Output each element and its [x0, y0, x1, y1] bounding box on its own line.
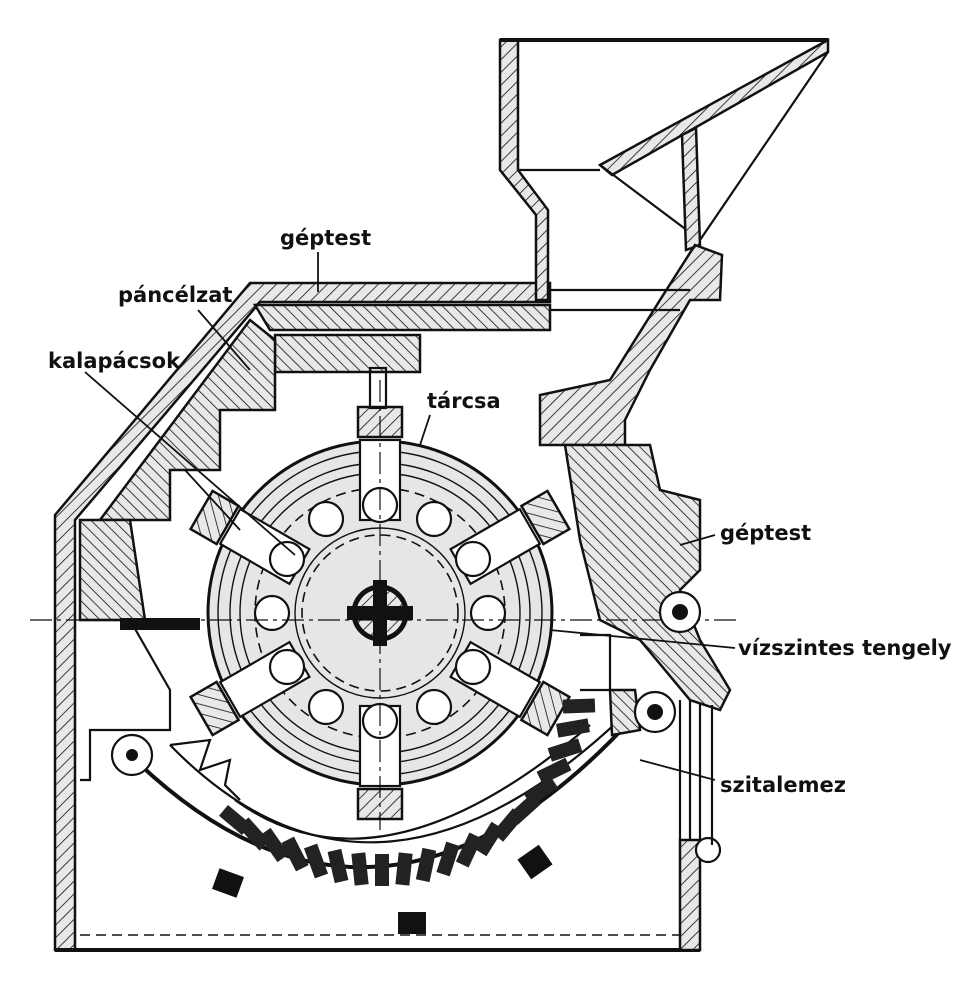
label-szitalemez: szitalemez [720, 773, 846, 797]
armor-staircase [97, 318, 277, 522]
labels: géptest páncélzat kalapácsok tárcsa gépt… [48, 226, 952, 797]
label-geptest-right: géptest [720, 521, 811, 545]
screen-clamp [398, 912, 426, 934]
leader-lines [84, 252, 736, 781]
armor-lower-left [78, 518, 147, 622]
housing [53, 37, 830, 952]
lower-hinge [694, 836, 722, 864]
right-body-main [563, 443, 732, 712]
screen-clamp [517, 844, 553, 880]
housing-right-lower-wall [678, 838, 702, 952]
screen-plate [80, 590, 722, 934]
label-geptest-top: géptest [280, 226, 371, 250]
hopper-right-wall [597, 37, 830, 177]
right-body-upper [538, 243, 724, 447]
armor-step-block [273, 333, 422, 374]
hammer-head [188, 489, 241, 546]
hopper-left-wall [498, 38, 550, 302]
screen-clamp [212, 868, 244, 898]
hammer-head [519, 680, 572, 737]
label-kalapacsok: kalapácsok [48, 349, 181, 373]
hopper-inner-plate [680, 126, 702, 252]
pin-holes [253, 486, 507, 740]
hammer-head [519, 489, 572, 546]
armor-plates [78, 303, 552, 622]
screen-bars [219, 698, 596, 886]
hammer-head [188, 680, 241, 737]
armor-top [252, 303, 552, 332]
top-bracket [368, 366, 388, 410]
right-body [538, 243, 732, 712]
label-pancelzat: páncélzat [118, 283, 232, 307]
label-tarcsa: tárcsa [427, 389, 501, 413]
shaft [30, 380, 740, 830]
label-vizszintes-tengely: vízszintes tengely [738, 636, 952, 660]
